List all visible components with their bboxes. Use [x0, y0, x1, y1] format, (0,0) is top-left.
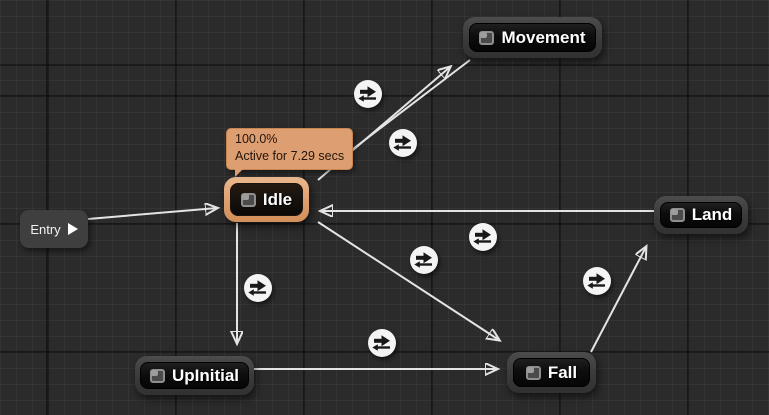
swap-arrows-icon [414, 252, 432, 268]
state-node-fall[interactable]: Fall [507, 352, 596, 393]
swap-arrows-icon [473, 229, 491, 245]
active-state-tooltip: 100.0% Active for 7.29 secs [226, 128, 354, 177]
transition-rule-icon-upinitial-fall[interactable] [368, 329, 396, 357]
state-node-body: Fall [513, 358, 590, 387]
state-node-body: Land [659, 202, 743, 228]
transition-line-entry-to-idle[interactable] [87, 208, 217, 220]
state-label: Idle [262, 189, 293, 209]
state-label: Movement [501, 27, 586, 47]
swap-arrows-icon [372, 335, 390, 351]
state-label: UpInitial [171, 365, 240, 385]
state-icon [525, 365, 541, 380]
state-node-upinitial[interactable]: UpInitial [135, 356, 254, 395]
entry-label: Entry [30, 221, 61, 237]
state-icon [149, 368, 165, 383]
entry-node[interactable]: Entry [20, 210, 88, 248]
transition-line-fall-to-land[interactable] [590, 247, 646, 353]
transition-rule-icon-fall-land[interactable] [583, 267, 611, 295]
state-icon [479, 30, 495, 45]
transition-rule-icon-land-idle[interactable] [469, 223, 497, 251]
state-node-land[interactable]: Land [654, 196, 748, 234]
entry-play-icon [67, 223, 78, 235]
state-label: Land [691, 205, 733, 224]
tooltip-status: Active for 7.29 secs [235, 148, 345, 163]
state-icon [669, 208, 685, 222]
swap-arrows-icon [587, 273, 605, 289]
swap-arrows-icon [358, 86, 376, 102]
transition-line-idle-to-fall[interactable] [317, 221, 499, 340]
swap-arrows-icon [393, 135, 411, 151]
swap-arrows-icon [248, 280, 266, 296]
transition-rule-icon-movement-idle[interactable] [389, 129, 417, 157]
transition-rule-icon-idle-fall[interactable] [410, 246, 438, 274]
state-node-idle[interactable]: Idle [224, 177, 309, 222]
transition-rule-icon-idle-movement[interactable] [354, 80, 382, 108]
state-node-body: UpInitial [139, 362, 250, 389]
state-node-body: Movement [469, 23, 596, 52]
tooltip-weight: 100.0% [235, 132, 278, 146]
state-node-body: Idle [230, 183, 303, 216]
transition-rule-icon-idle-upinitial[interactable] [244, 274, 272, 302]
state-node-movement[interactable]: Movement [463, 17, 602, 58]
state-label: Fall [547, 362, 578, 382]
state-icon [240, 192, 256, 207]
